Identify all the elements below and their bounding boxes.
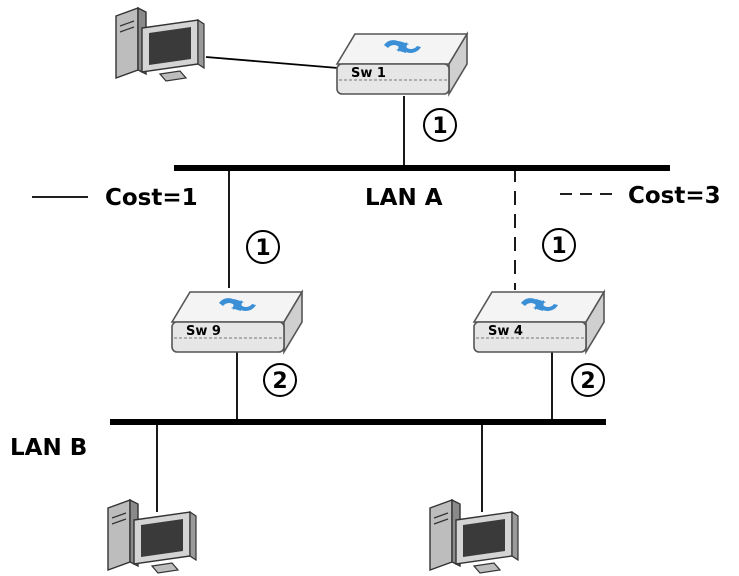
port-badge-sw4-bottom: 2 [571,363,605,397]
switch-sw1: Sw 1 [336,33,468,95]
port-badge-sw9-bottom: 2 [263,363,297,397]
lan-a-label: LAN A [365,185,443,211]
port-badge-sw9-top: 1 [246,230,280,264]
switch-sw1-label: Sw 1 [351,66,386,81]
port-label-sw9-bottom: 2 [272,369,287,394]
switch-sw4-label: Sw 4 [488,324,523,339]
legend-solid-label: Cost=1 [105,185,198,211]
computer-top-icon [115,7,205,82]
computer-bottom-right-icon [429,499,519,574]
port-label-sw1: 1 [432,114,447,139]
legend-dashed-label: Cost=3 [628,183,721,209]
port-label-sw4-top: 1 [551,234,566,259]
computer-bottom-left-icon [107,499,197,574]
switch-sw9-label: Sw 9 [186,324,221,339]
switch-sw4: Sw 4 [473,291,605,353]
switch-sw9: Sw 9 [171,291,303,353]
port-badge-sw1: 1 [423,108,457,142]
link-pc-top-sw1 [205,56,339,69]
port-label-sw9-top: 1 [255,236,270,261]
port-label-sw4-bottom: 2 [580,369,595,394]
lan-b-label: LAN B [10,435,87,461]
port-badge-sw4-top: 1 [542,228,576,262]
